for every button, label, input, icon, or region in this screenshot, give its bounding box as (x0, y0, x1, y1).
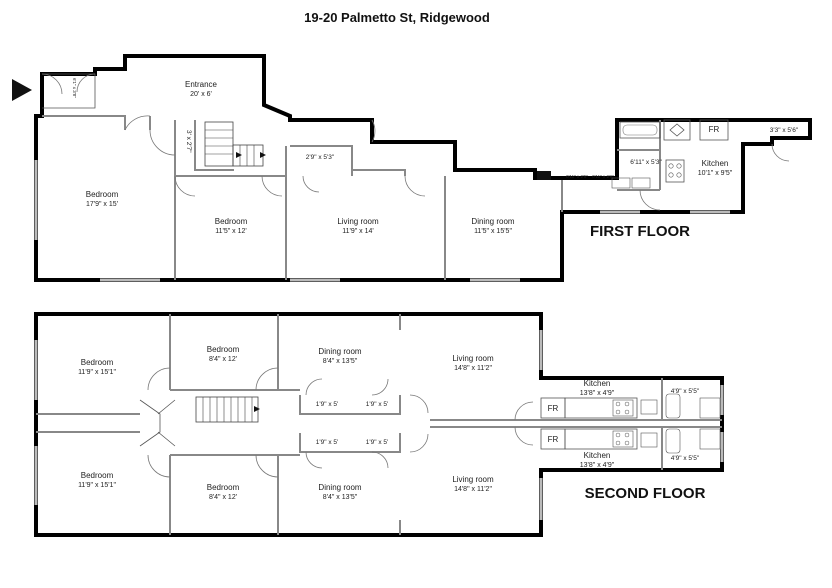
bedroom-top-left-label: Bedroom (81, 358, 114, 367)
second-floor-stair (195, 396, 260, 423)
kitchen-top-label: Kitchen (584, 379, 611, 388)
closet-top-1-dimensions: 1'9" x 5' (316, 401, 339, 408)
entrance-label: Entrance (185, 80, 218, 89)
entry-arrow-icon (12, 79, 32, 101)
first-floor-interior-walls (42, 115, 661, 280)
kitchen-dimensions: 10'1" x 9'5" (698, 170, 733, 177)
bath-top-dimensions: 4'9" x 5'5" (671, 388, 700, 395)
small-closet-a-dimensions: 0'11" x 2'5" (566, 174, 588, 179)
bedroom-mid-dimensions: 11'5" x 12' (215, 228, 247, 235)
kitchen-top-dimensions: 13'8" x 4'9" (580, 390, 615, 397)
dining-room-bottom-label: Dining room (318, 483, 361, 492)
second-floor-windows (34, 330, 724, 520)
first-floor-windows (34, 160, 730, 282)
plan-title: 19-20 Palmetto St, Ridgewood (304, 10, 490, 25)
vestibule-dimensions: 6'1" x 3'8" (72, 78, 77, 98)
bedroom-top-mid-label: Bedroom (207, 345, 240, 354)
bedroom-front-dimensions: 17'9" x 15' (86, 201, 118, 208)
bedroom-top-left-dimensions: 11'9" x 15'1" (78, 369, 116, 376)
living-room-bottom-dimensions: 14'8" x 11'2" (454, 486, 492, 493)
second-floor-interior-walls (36, 314, 722, 535)
bedroom-bottom-left-dimensions: 11'9" x 15'1" (78, 482, 116, 489)
closet-bottom-2-dimensions: 1'9" x 5' (366, 439, 389, 446)
fridge-top-label: FR (548, 404, 559, 413)
first-floor-outer-wall (34, 54, 812, 282)
bedroom-top-mid-dimensions: 8'4" x 12' (209, 356, 237, 363)
bedroom-front-label: Bedroom (86, 190, 119, 199)
bathroom-dimensions: 6'11" x 5'3" (630, 159, 662, 166)
living-room-top-dimensions: 14'8" x 11'2" (454, 365, 492, 372)
first-floor-doors (124, 115, 790, 211)
second-floor-doors (147, 367, 534, 478)
living-room-top-label: Living room (452, 354, 494, 363)
living-room-dimensions: 11'9" x 14' (342, 228, 374, 235)
fridge-label: FR (709, 125, 720, 134)
bedroom-bottom-mid-dimensions: 8'4" x 12' (209, 494, 237, 501)
small-closet-b-dimensions: 0'11" x 2'6" (592, 174, 614, 179)
kitchen-label: Kitchen (702, 159, 729, 168)
second-floor: Bedroom 11'9" x 15'1" Bedroom 8'4" x 12'… (34, 312, 724, 537)
second-floor-label: SECOND FLOOR (585, 485, 706, 502)
first-floor-label: FIRST FLOOR (590, 223, 690, 240)
closet-dimensions: 2'9" x 5'3" (306, 154, 335, 161)
bedroom-bottom-left-label: Bedroom (81, 471, 114, 480)
dining-room-top-dimensions: 8'4" x 13'5" (323, 358, 358, 365)
bath-bottom-dimensions: 4'9" x 5'5" (671, 455, 700, 462)
first-floor: 6'1" x 3'8" 3' x 2'7" (12, 54, 812, 282)
living-room-label: Living room (337, 217, 379, 226)
fridge-bottom-label: FR (548, 435, 559, 444)
bedroom-bottom-mid-label: Bedroom (207, 483, 240, 492)
dining-room-dimensions: 11'5" x 15'5" (474, 228, 512, 235)
dining-room-top-label: Dining room (318, 347, 361, 356)
rear-closet-dimensions: 3'3" x 5'6" (770, 127, 799, 134)
living-room-bottom-label: Living room (452, 475, 494, 484)
bedroom-mid-label: Bedroom (215, 217, 248, 226)
stair-dimensions: 3' x 2'7" (185, 130, 192, 153)
dining-room-bottom-dimensions: 8'4" x 13'5" (323, 494, 358, 501)
closet-bottom-1-dimensions: 1'9" x 5' (316, 439, 339, 446)
first-floor-stair (204, 121, 266, 167)
vestibule-walls (42, 73, 96, 109)
entrance-dimensions: 20' x 6' (190, 91, 212, 98)
kitchen-bottom-label: Kitchen (584, 451, 611, 460)
kitchen-bottom-dimensions: 13'8" x 4'9" (580, 462, 615, 469)
closet-top-2-dimensions: 1'9" x 5' (366, 401, 389, 408)
dining-room-label: Dining room (471, 217, 514, 226)
